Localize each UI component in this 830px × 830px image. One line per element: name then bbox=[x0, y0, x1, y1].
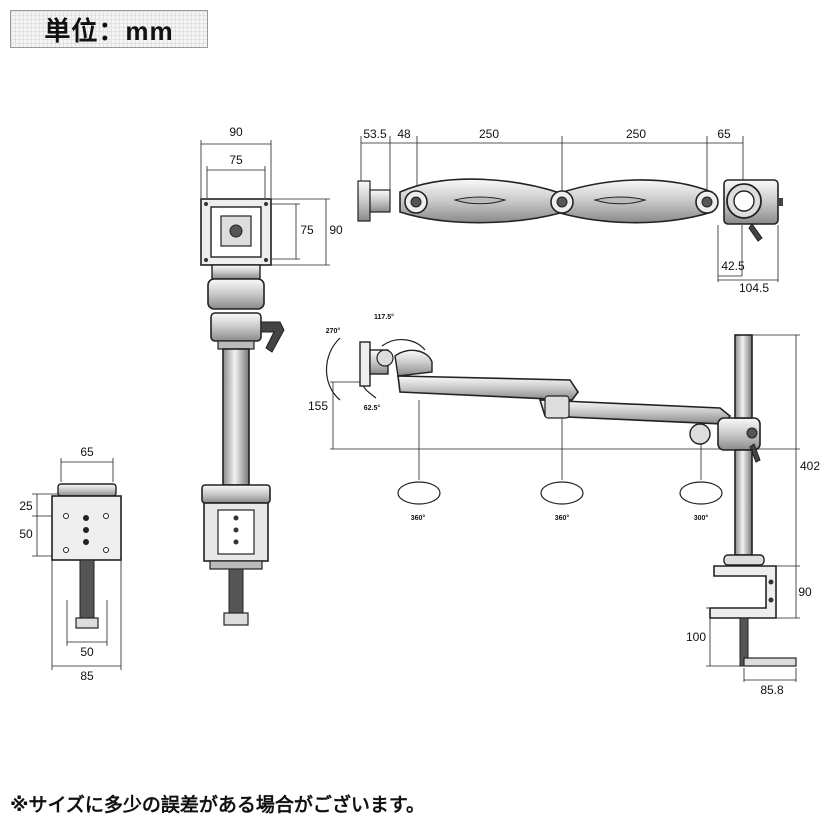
dim-53-5: 53.5 bbox=[363, 127, 387, 141]
vesa-labels: 90 75 75 90 bbox=[229, 125, 343, 237]
clamp-front-view bbox=[32, 458, 122, 670]
dim-155: 155 bbox=[308, 399, 328, 413]
clamp-front-labels: 65 25 50 50 85 bbox=[19, 445, 94, 683]
front-pole-view bbox=[200, 140, 330, 626]
dim-250-a: 250 bbox=[479, 127, 499, 141]
angle-300: 300° bbox=[694, 514, 709, 522]
dim-85-8: 85.8 bbox=[760, 683, 784, 697]
dim-85: 85 bbox=[80, 669, 94, 683]
side-view-labels: 155 402 90 100 85.8 270° 117.5° 62.5° 36… bbox=[308, 313, 820, 697]
unit-label: 単位：mm bbox=[10, 10, 208, 48]
dim-42-5: 42.5 bbox=[721, 259, 745, 273]
angle-270: 270° bbox=[326, 327, 341, 335]
angle-62-5: 62.5° bbox=[364, 404, 381, 412]
dim-90-clamp: 90 bbox=[798, 585, 812, 599]
dim-100: 100 bbox=[686, 630, 706, 644]
dim-65-clamp: 65 bbox=[80, 445, 94, 459]
dim-104-5: 104.5 bbox=[739, 281, 769, 295]
angle-360-b: 360° bbox=[555, 514, 570, 522]
arm-side-view bbox=[326, 334, 800, 682]
angle-360-a: 360° bbox=[411, 514, 426, 522]
dim-250-b: 250 bbox=[626, 127, 646, 141]
dim-vesa-90-width: 90 bbox=[229, 125, 243, 139]
arm-top-view bbox=[357, 136, 783, 282]
dim-25: 25 bbox=[19, 499, 33, 513]
dim-vesa-75-width: 75 bbox=[229, 153, 243, 167]
dim-50-offset: 50 bbox=[19, 527, 33, 541]
dim-vesa-90-height: 90 bbox=[329, 223, 343, 237]
dim-402: 402 bbox=[800, 459, 820, 473]
top-view-labels: 53.5 48 250 250 65 42.5 104.5 bbox=[363, 127, 769, 295]
angle-117-5: 117.5° bbox=[374, 313, 394, 321]
footnote: ※サイズに多少の誤差がある場合がございます。 bbox=[10, 795, 426, 816]
dim-48: 48 bbox=[397, 127, 411, 141]
dim-vesa-75-height: 75 bbox=[300, 223, 314, 237]
dim-65: 65 bbox=[717, 127, 731, 141]
dim-50-slot: 50 bbox=[80, 645, 94, 659]
